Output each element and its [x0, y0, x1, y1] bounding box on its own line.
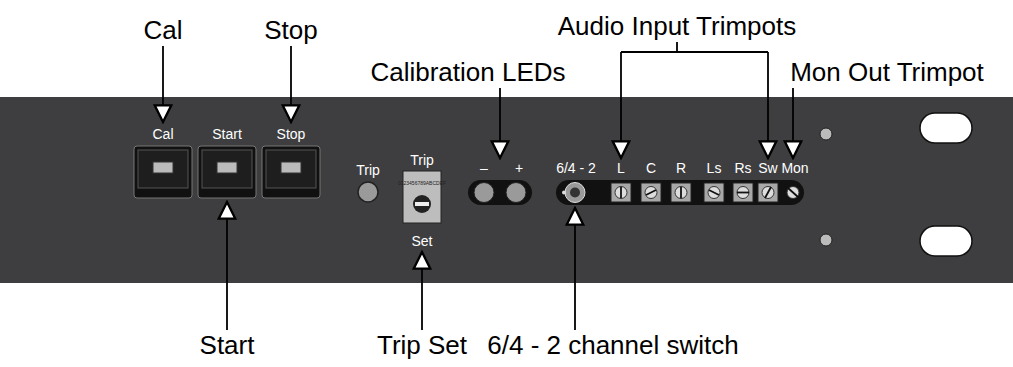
trip-dial	[403, 171, 441, 223]
channel-label: Sw	[758, 161, 777, 175]
panel-legend: Cal	[152, 127, 173, 141]
panel-legend: Set	[411, 234, 432, 248]
panel-legend: –	[480, 161, 488, 175]
callout-label: Audio Input Trimpots	[558, 13, 796, 39]
channel-label: Mon	[781, 161, 808, 175]
panel-legend: +	[515, 161, 523, 175]
channel-label: L	[617, 161, 625, 175]
callout-label: Mon Out Trimpot	[790, 59, 984, 85]
panel-legend: 6/4 - 2	[556, 161, 596, 175]
channel-label: C	[646, 161, 656, 175]
front-panel	[0, 97, 1013, 283]
callout-label: Start	[200, 332, 255, 358]
trip-led	[358, 182, 378, 202]
mounting-holes	[820, 113, 972, 256]
channel-label: R	[676, 161, 686, 175]
dial-digits: 0123456789ABCDEF	[398, 181, 446, 186]
callout-label: 6/4 - 2 channel switch	[487, 332, 738, 358]
callout-label: Calibration LEDs	[370, 59, 565, 85]
trimpot-strip	[556, 180, 804, 205]
panel-legend: Trip	[356, 163, 380, 177]
push-buttons	[134, 146, 320, 198]
callout-label: Stop	[264, 17, 318, 43]
channel-label: Ls	[707, 161, 722, 175]
leader-arrows	[163, 42, 793, 330]
callout-label: Cal	[143, 17, 182, 43]
panel-legend: Start	[212, 127, 242, 141]
panel-legend: Stop	[277, 127, 306, 141]
calibration-leds	[468, 180, 532, 205]
panel-legend: Trip	[410, 153, 434, 167]
callout-label: Trip Set	[377, 332, 467, 358]
channel-label: Rs	[734, 161, 751, 175]
